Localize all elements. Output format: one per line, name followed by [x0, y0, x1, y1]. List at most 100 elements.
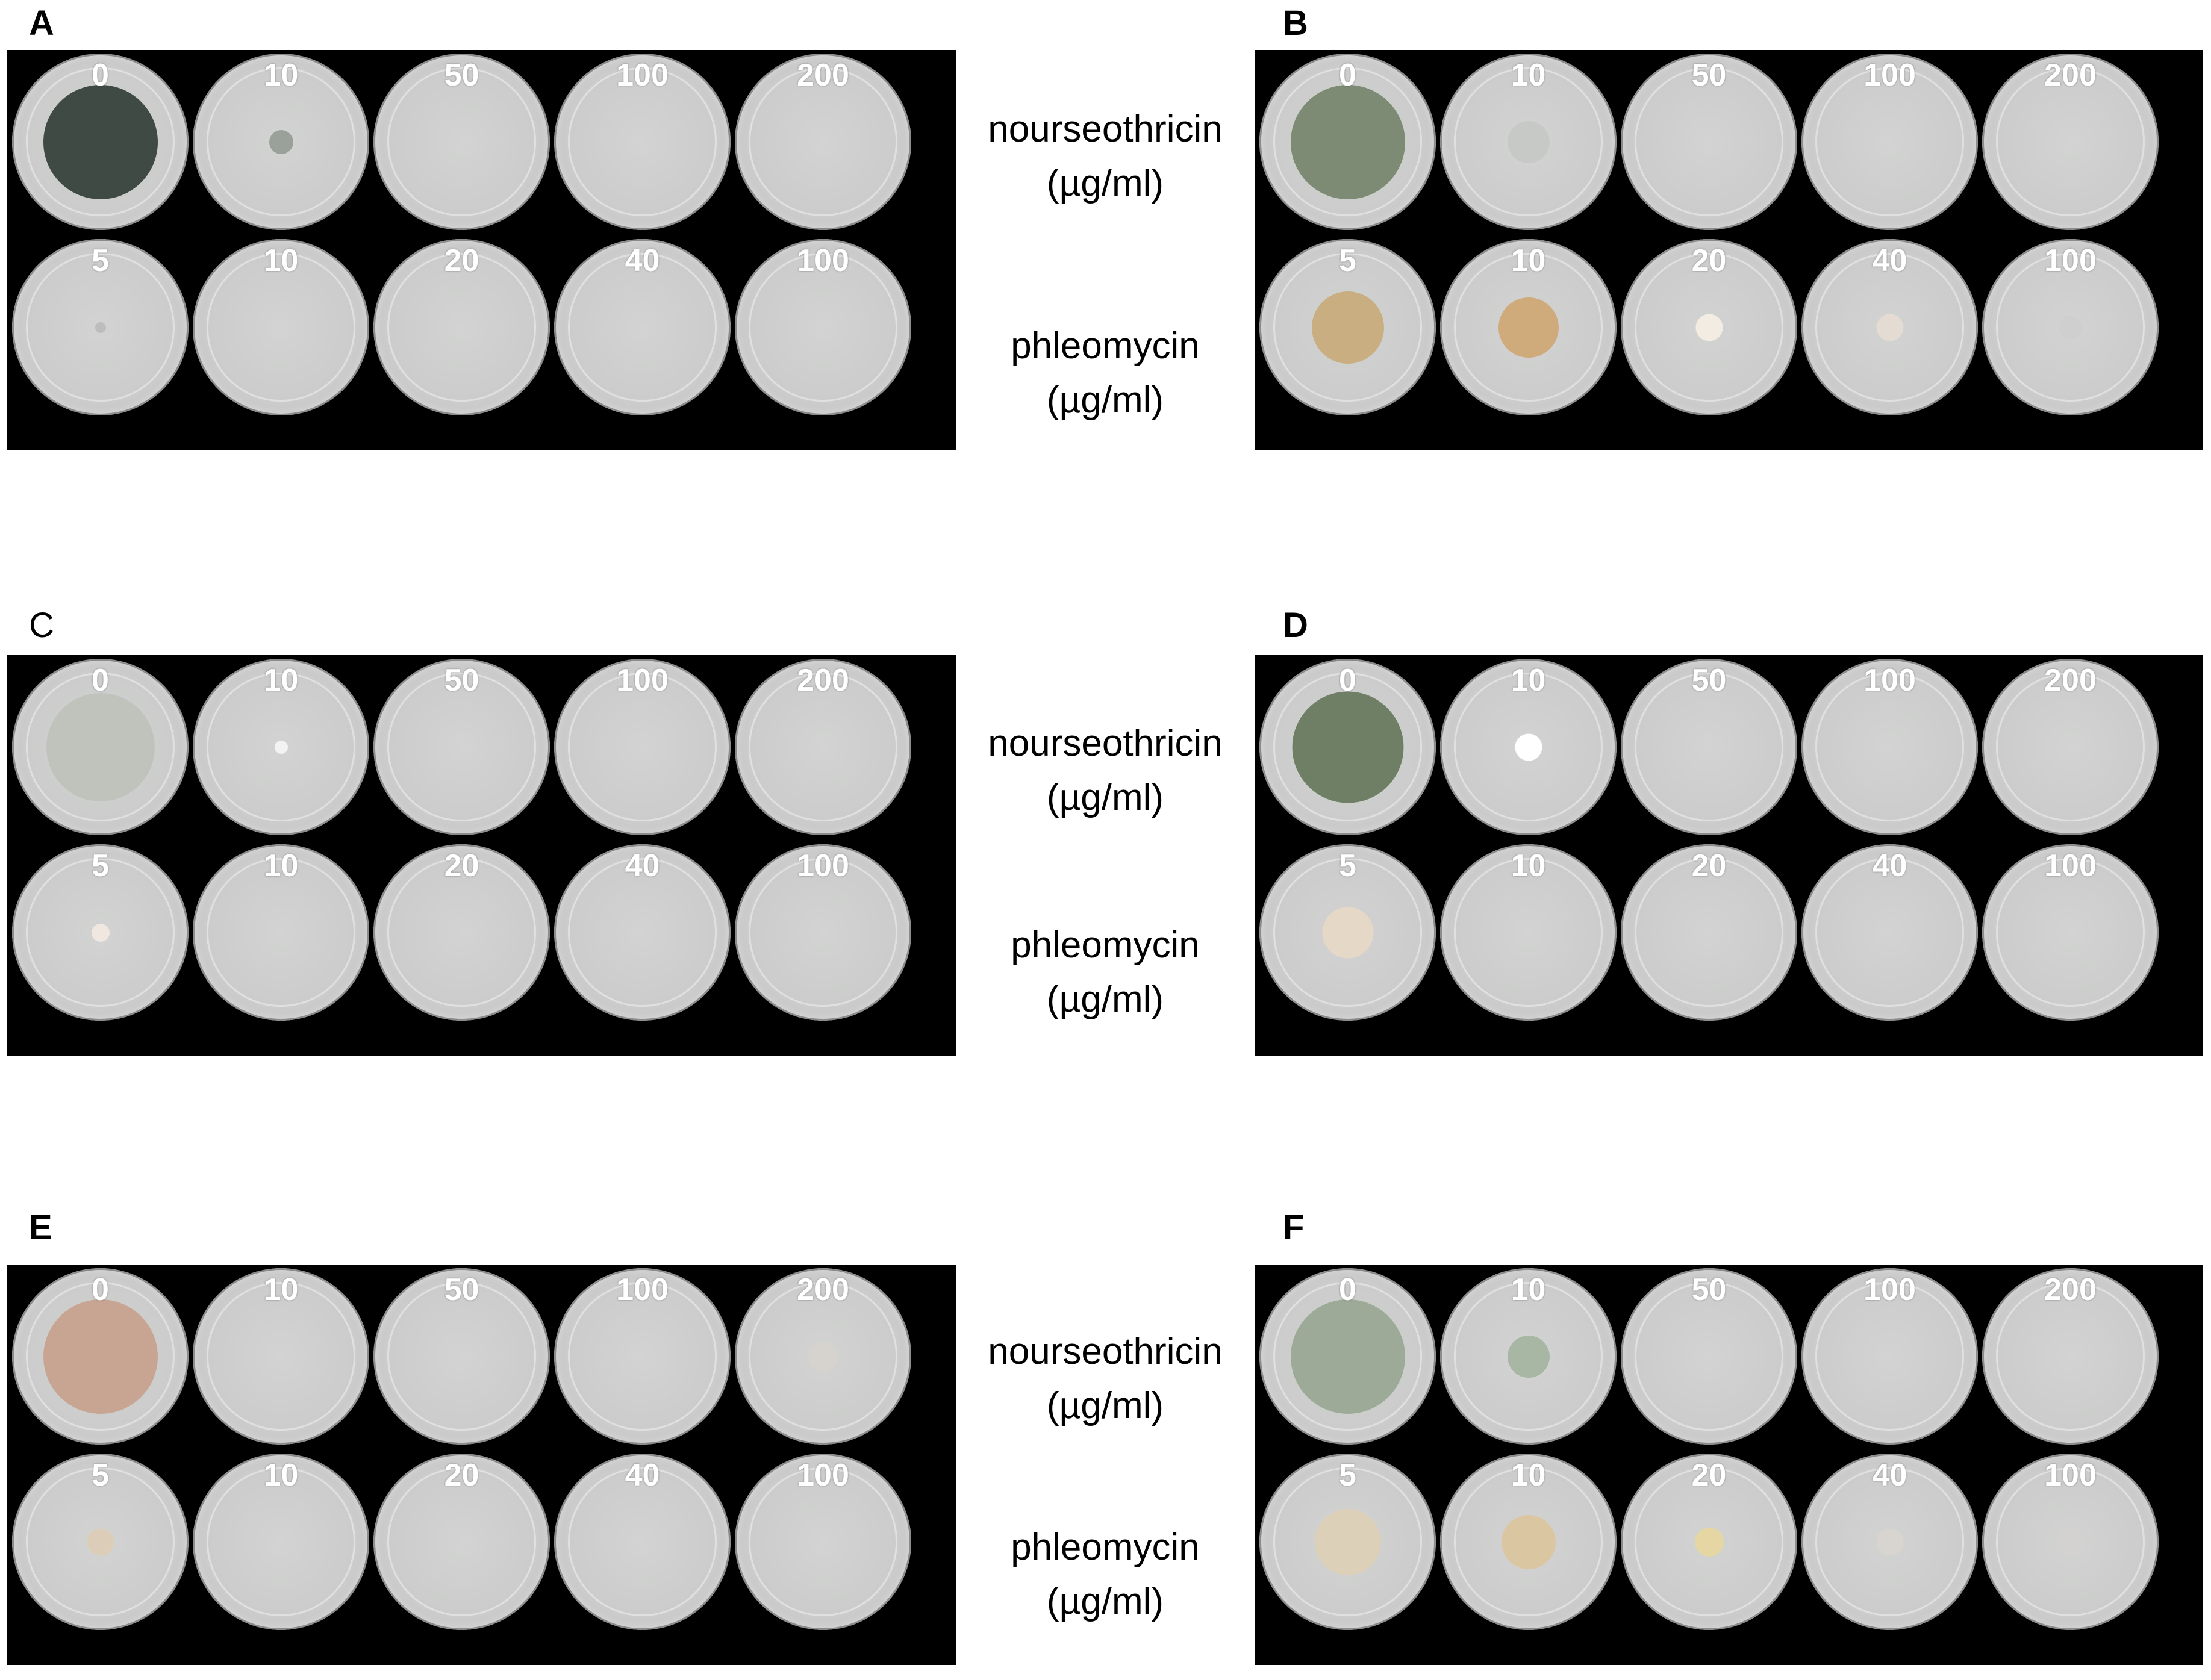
plate-rim: [1454, 1282, 1603, 1431]
petri-plate-phleomycin: 5: [12, 239, 189, 415]
fungal-colony: [1290, 84, 1405, 199]
concentration-label: 200: [2044, 58, 2097, 93]
plate-rim: [568, 1282, 717, 1431]
fungal-colony: [1501, 1514, 1556, 1569]
fungal-colony: [1694, 1527, 1724, 1557]
plate-rim: [1996, 253, 2145, 402]
plate-rim: [1273, 253, 1422, 402]
petri-plate-nourseothricin: 50: [1621, 54, 1797, 230]
fungal-colony: [1322, 907, 1373, 958]
petri-plate-phleomycin: 20: [1621, 239, 1797, 415]
petri-plate-phleomycin: 20: [373, 239, 550, 415]
fungal-colony: [87, 1528, 114, 1555]
concentration-label: 5: [92, 243, 109, 278]
concentration-label: 10: [1511, 58, 1546, 93]
concentration-label: 100: [1863, 58, 1916, 93]
petri-plate-nourseothricin: 100: [554, 1268, 731, 1445]
fungal-colony: [43, 84, 158, 199]
plate-rim: [749, 1282, 897, 1431]
petri-plate-nourseothricin: 200: [1982, 659, 2159, 835]
panel-letter-d: D: [1283, 606, 1308, 645]
label-block-nourseothricin-2: nourseothricin (µg/ml): [964, 717, 1247, 825]
plate-rim: [1996, 67, 2145, 216]
plate-rim: [1273, 67, 1422, 216]
concentration-label: 100: [2044, 1458, 2097, 1493]
petri-plate-phleomycin: 40: [1801, 1454, 1978, 1630]
label-nourseothricin: nourseothricin: [988, 108, 1223, 150]
fungal-colony: [1876, 1528, 1903, 1555]
label-block-phleomycin-2: phleomycin (µg/ml): [964, 918, 1247, 1027]
petri-plate-nourseothricin: 100: [1801, 659, 1978, 835]
plate-rim: [387, 673, 536, 821]
plate-rim: [568, 1467, 717, 1616]
plate-rim: [1815, 1282, 1964, 1431]
concentration-label: 40: [1872, 1458, 1907, 1493]
fungal-colony: [808, 1341, 838, 1372]
panel-letter-b: B: [1283, 4, 1308, 43]
concentration-label: 10: [1511, 1458, 1546, 1493]
plate-rim: [207, 673, 355, 821]
label-phleomycin: phleomycin: [1011, 1526, 1200, 1568]
label-block-phleomycin-1: phleomycin (µg/ml): [964, 319, 1247, 428]
fungal-colony: [43, 1299, 158, 1414]
petri-plate-nourseothricin: 200: [1982, 1268, 2159, 1445]
concentration-label: 10: [263, 58, 299, 93]
plate-rim: [1454, 858, 1603, 1007]
plate-rim: [1996, 673, 2145, 821]
plate-rim: [1273, 1282, 1422, 1431]
plate-rim: [749, 858, 897, 1007]
petri-plate-nourseothricin: 50: [1621, 1268, 1797, 1445]
plate-rim: [1635, 1467, 1783, 1616]
concentration-label: 10: [263, 1272, 299, 1307]
concentration-label: 0: [1339, 1272, 1356, 1307]
concentration-label: 200: [797, 1272, 849, 1307]
petri-plate-phleomycin: 20: [373, 844, 550, 1021]
petri-plate-phleomycin: 40: [554, 844, 731, 1021]
petri-plate-phleomycin: 100: [735, 844, 911, 1021]
petri-plate-phleomycin: 5: [1259, 1454, 1436, 1630]
petri-plate-nourseothricin: 100: [554, 659, 731, 835]
petri-plate-nourseothricin: 0: [1259, 54, 1436, 230]
concentration-label: 40: [625, 1458, 660, 1493]
plate-rim: [387, 1282, 536, 1431]
petri-plate-nourseothricin: 200: [735, 54, 911, 230]
label-phleomycin: phleomycin: [1011, 924, 1200, 966]
plate-rim: [568, 67, 717, 216]
petri-plate-phleomycin: 10: [193, 239, 369, 415]
plate-rim: [1815, 1467, 1964, 1616]
petri-plate-phleomycin: 5: [1259, 844, 1436, 1021]
fungal-colony: [46, 692, 155, 801]
concentration-label: 5: [1339, 243, 1356, 278]
plate-rim: [26, 1282, 175, 1431]
petri-plate-nourseothricin: 100: [1801, 54, 1978, 230]
petri-plate-nourseothricin: 0: [12, 54, 189, 230]
concentration-label: 200: [2044, 1272, 2097, 1307]
petri-plate-phleomycin: 100: [1982, 1454, 2159, 1630]
plate-rim: [26, 1467, 175, 1616]
plate-rim: [749, 673, 897, 821]
concentration-label: 20: [444, 243, 479, 278]
petri-plate-phleomycin: 100: [1982, 239, 2159, 415]
fungal-colony: [1498, 297, 1559, 358]
petri-plate-phleomycin: 5: [12, 844, 189, 1021]
plate-rim: [1815, 253, 1964, 402]
plate-rim: [1635, 67, 1783, 216]
petri-plate-phleomycin: 10: [1440, 239, 1617, 415]
concentration-label: 100: [797, 848, 849, 883]
concentration-label: 20: [444, 848, 479, 883]
panel-letter-f: F: [1283, 1208, 1305, 1247]
plate-rim: [1454, 1467, 1603, 1616]
concentration-label: 20: [1691, 848, 1727, 883]
concentration-label: 200: [797, 58, 849, 93]
petri-plate-phleomycin: 40: [554, 239, 731, 415]
concentration-label: 0: [92, 1272, 109, 1307]
petri-plate-phleomycin: 5: [1259, 239, 1436, 415]
plate-rim: [1635, 858, 1783, 1007]
concentration-label: 5: [92, 848, 109, 883]
concentration-label: 200: [2044, 663, 2097, 698]
fungal-colony: [274, 740, 288, 754]
plate-rim: [1815, 858, 1964, 1007]
label-nourseothricin: nourseothricin: [988, 1331, 1223, 1372]
